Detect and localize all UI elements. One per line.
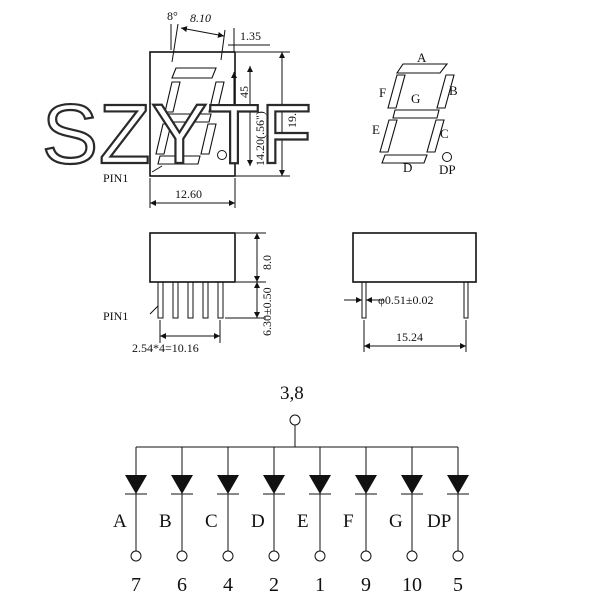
diode-f: [355, 475, 377, 494]
dim-height-label: 14.20(.56"): [253, 111, 267, 166]
row-spacing-label: 15.24: [396, 330, 423, 344]
pin-dia-label: φ0.51±0.02: [378, 293, 434, 307]
diode-branch-d: D2: [251, 447, 285, 596]
diode-b: [171, 475, 193, 494]
pitch-label: 2.54*4=10.16: [132, 341, 199, 355]
end-body-outline: [352, 232, 477, 283]
diode-c: [217, 475, 239, 494]
side-body-outline: [149, 232, 236, 283]
segment-label-a: A: [113, 511, 127, 532]
segment-legend: A F G B E C D DP: [372, 50, 458, 177]
side-pins: [157, 281, 224, 319]
diode-branch-g: G 10: [389, 447, 423, 596]
segment-label-d: D: [251, 511, 265, 532]
diode-branch-e: E1: [297, 447, 331, 596]
diode-dp: [447, 475, 469, 494]
seg-label-b: B: [449, 83, 458, 98]
seg-label-dp: DP: [439, 162, 456, 177]
angle-label: 8°: [167, 9, 178, 23]
front-view: 8° 8.10 1.35 45 14.20(.56") 19.0 PIN1 12…: [103, 9, 299, 208]
end-view: φ0.51±0.02 15.24: [344, 232, 477, 352]
segment-label-e: E: [297, 511, 309, 532]
dim-width-label: 12.60: [175, 187, 202, 201]
front-dp-dot: [217, 150, 227, 160]
diode-branch-b: B6: [159, 447, 193, 596]
seg-label-c: C: [440, 126, 449, 141]
diode-branch-dp: DP 5: [427, 447, 469, 596]
seg-label-e: E: [372, 122, 380, 137]
seg-label-g: G: [411, 91, 420, 106]
diode-branch-f: F9: [343, 447, 377, 596]
pin-terminal-7: [130, 550, 142, 562]
front-pin1-label: PIN1: [103, 171, 128, 185]
diode-branch-c: C4: [205, 447, 239, 596]
seg-label-d: D: [403, 160, 412, 175]
dim-pins-label: 6.30±0.50: [260, 287, 274, 336]
segment-label-g: G: [389, 511, 403, 532]
side-view: 8.0 6.30±0.50 PIN1 2.54*4=10.16: [103, 232, 274, 355]
pin-number-4: 4: [223, 574, 233, 596]
pin-number-5: 5: [453, 574, 463, 596]
dim-top-label: 8.10: [190, 11, 211, 25]
pin-terminal-1: [314, 550, 326, 562]
pin-terminal-6: [176, 550, 188, 562]
dim-total-label: 19.0: [285, 107, 299, 128]
watermark-text: SZYTF: [42, 87, 313, 181]
diode-branch-a: A7: [113, 447, 147, 596]
pin-terminal-2: [268, 550, 280, 562]
diode-e: [309, 475, 331, 494]
side-pin1-label: PIN1: [103, 309, 128, 323]
pin-terminal-5: [452, 550, 464, 562]
segment-label-dp: DP: [427, 511, 451, 532]
pin-terminal-4: [222, 550, 234, 562]
diode-a: [125, 475, 147, 494]
pin-number-6: 6: [177, 574, 187, 596]
pin-number-7: 7: [131, 574, 141, 596]
pin-terminal-9: [360, 550, 372, 562]
seg-label-a: A: [417, 50, 427, 65]
front-digit: [155, 67, 225, 165]
segment-label-c: C: [205, 511, 218, 532]
diode-d: [263, 475, 285, 494]
pin-number-1: 1: [315, 574, 325, 596]
segment-label-b: B: [159, 511, 172, 532]
diode-g: [401, 475, 423, 494]
pin-number-2: 2: [269, 574, 279, 596]
dim-body-label: 8.0: [260, 255, 274, 270]
legend-dp-dot: [442, 152, 452, 162]
segment-label-f: F: [343, 511, 354, 532]
pin-number-10: 10: [402, 574, 422, 596]
dim-right-label: 1.35: [240, 29, 261, 43]
seg-label-f: F: [379, 85, 386, 100]
common-pin-label: 3,8: [280, 383, 304, 404]
common-terminal: [289, 414, 301, 426]
pin-terminal-10: [406, 550, 418, 562]
pin-number-9: 9: [361, 574, 371, 596]
